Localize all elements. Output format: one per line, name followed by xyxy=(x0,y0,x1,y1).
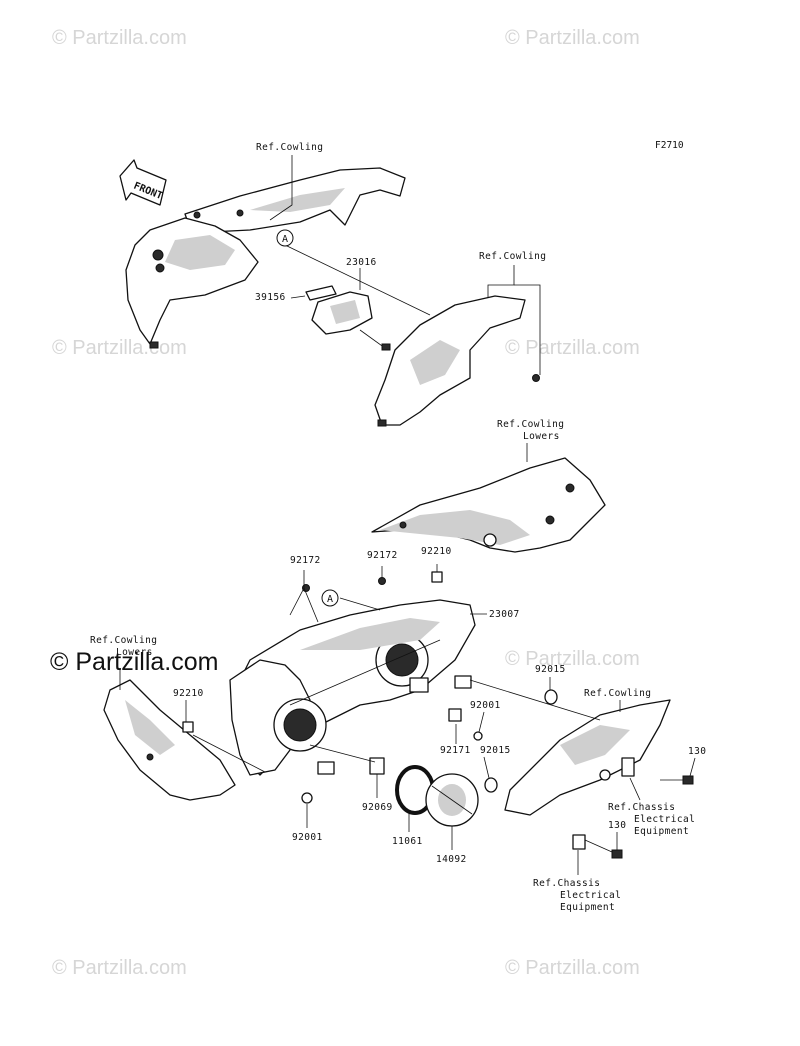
part-label-92210-a: 92210 xyxy=(421,546,452,557)
ref-chassis-bottom: Ref.Chassis xyxy=(533,878,601,889)
part-label-130-a: 130 xyxy=(688,746,707,757)
watermark: © Partzilla.com xyxy=(505,648,640,670)
ref-chassis-bottom-2: Electrical xyxy=(560,890,622,901)
part-label-39156: 39156 xyxy=(255,292,286,303)
part-92069 xyxy=(369,757,385,775)
part-92210-b xyxy=(182,721,194,733)
part-92015-a xyxy=(544,689,558,705)
cowling-lowers-left-part xyxy=(103,679,236,801)
part-label-92210-b: 92210 xyxy=(173,688,204,699)
part-39156 xyxy=(305,285,337,301)
part-92171 xyxy=(448,708,462,722)
part-92015-b xyxy=(484,777,498,793)
part-130-b xyxy=(611,849,623,859)
ref-chassis-right: Ref.Chassis xyxy=(608,802,676,813)
watermark: © Partzilla.com xyxy=(505,957,640,979)
leader-lines xyxy=(119,155,696,875)
part-label-92015-a: 92015 xyxy=(535,664,566,675)
part-label-11061: 11061 xyxy=(392,836,423,847)
part-label-92001-a: 92001 xyxy=(292,832,323,843)
ref-cowling-lowers-left: Ref.Cowling xyxy=(90,635,158,646)
front-arrow-icon: FRONT xyxy=(119,159,167,206)
part-23007-headlight xyxy=(229,599,476,776)
part-23016-bracket xyxy=(311,291,391,351)
part-92172-b xyxy=(378,577,386,585)
ref-cowling-mid: Ref.Cowling xyxy=(479,251,547,262)
callout-a-upper: A xyxy=(276,229,294,247)
ref-chassis-right-2: Electrical xyxy=(634,814,696,825)
part-label-92069: 92069 xyxy=(362,802,393,813)
ref-cowling-lowers-right-2: Lowers xyxy=(523,431,560,442)
part-label-92171: 92171 xyxy=(440,745,471,756)
part-label-92172-b: 92172 xyxy=(367,550,398,561)
part-label-23016: 23016 xyxy=(346,257,377,268)
part-label-23007: 23007 xyxy=(489,609,520,620)
upper-cowling-part xyxy=(125,167,406,349)
mid-cowling-part xyxy=(374,295,540,427)
ref-cowling-lowers-left-2: Lowers xyxy=(116,647,153,658)
callout-a-lower: A xyxy=(321,589,339,607)
part-92210-a xyxy=(431,571,443,583)
ref-cowling-top: Ref.Cowling xyxy=(256,142,324,153)
part-14092-cap xyxy=(425,773,479,827)
ref-chassis-bottom-3: Equipment xyxy=(560,902,616,913)
right-cowling-part xyxy=(504,699,671,850)
callout-a-upper-letter: A xyxy=(282,234,288,245)
part-label-14092: 14092 xyxy=(436,854,467,865)
part-label-92172-a: 92172 xyxy=(290,555,321,566)
cowling-lowers-right-part xyxy=(371,457,606,553)
watermark: © Partzilla.com xyxy=(505,337,640,359)
ref-cowling-right: Ref.Cowling xyxy=(584,688,652,699)
part-92001-b xyxy=(473,731,483,741)
ref-cowling-lowers-right: Ref.Cowling xyxy=(497,419,565,430)
ref-chassis-right-3: Equipment xyxy=(634,826,690,837)
watermark-prominent: © Partzilla.com xyxy=(50,648,219,676)
watermark: © Partzilla.com xyxy=(52,27,187,49)
figure-code: F2710 xyxy=(655,140,684,151)
part-label-92001-b: 92001 xyxy=(470,700,501,711)
part-label-92015-b: 92015 xyxy=(480,745,511,756)
part-130-a xyxy=(682,775,694,785)
watermark: © Partzilla.com xyxy=(505,27,640,49)
part-label-130-b: 130 xyxy=(608,820,627,831)
part-92001-a xyxy=(301,792,313,804)
watermark: © Partzilla.com xyxy=(52,957,187,979)
callout-a-lower-letter: A xyxy=(327,594,333,605)
